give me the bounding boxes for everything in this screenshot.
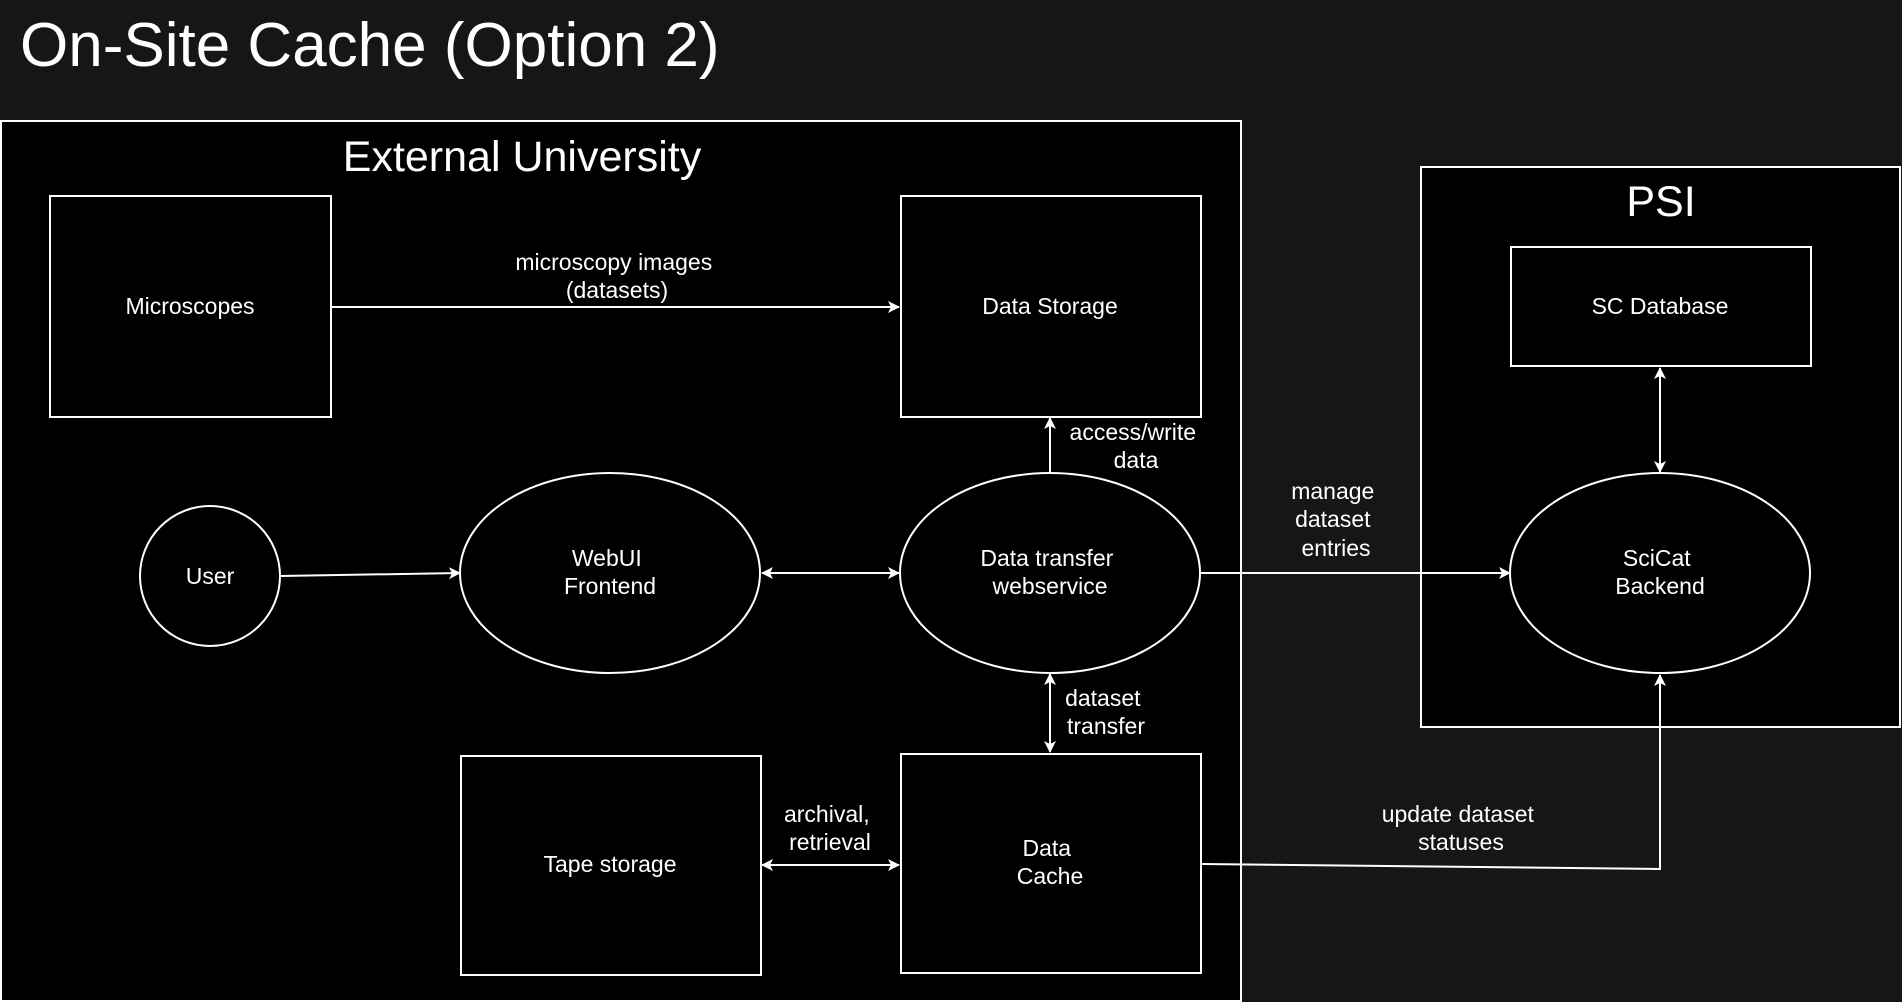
edge-labels: microscopy images (datasets) access/writ… <box>515 249 1541 855</box>
node-data-storage: Data Storage <box>900 195 1202 418</box>
edge-label-dataset-transfer: dataset transfer <box>1065 685 1147 739</box>
group-psi-label: PSI <box>1626 178 1695 226</box>
node-tape-storage-shape <box>460 755 762 976</box>
node-user: User <box>139 505 281 647</box>
node-webui-frontend-shape <box>459 472 761 674</box>
node-user-shape <box>139 505 281 647</box>
node-microscopes-shape <box>49 195 332 418</box>
edge-cache-to-backend <box>1200 674 1666 871</box>
edge-label-microscopy-images: microscopy images (datasets) <box>515 249 718 303</box>
node-user-label: User <box>186 563 235 589</box>
node-sc-database: SC Database <box>1510 246 1812 367</box>
node-data-storage-label: Data Storage <box>982 293 1118 319</box>
group-external-university-label: External University <box>343 133 702 181</box>
node-scicat-backend-label: SciCat Backend <box>1615 545 1705 599</box>
edges <box>279 301 1666 871</box>
node-scicat-backend-shape <box>1509 472 1811 674</box>
page-title: On-Site Cache (Option 2) <box>20 11 720 80</box>
node-data-cache: Data Cache <box>900 753 1202 974</box>
edge-user-to-frontend <box>279 567 461 580</box>
node-webui-frontend: WebUI Frontend <box>459 472 761 674</box>
edge-label-archival-retrieval: archival, retrieval <box>784 801 876 855</box>
node-tape-storage-label: Tape storage <box>544 851 677 877</box>
edge-label-access-write: access/write data <box>1070 419 1203 473</box>
node-scicat-backend: SciCat Backend <box>1509 472 1811 674</box>
node-tape-storage: Tape storage <box>460 755 762 976</box>
node-data-transfer-webservice: Data transfer webservice <box>899 472 1201 674</box>
edge-label-manage-entries: manage dataset entries <box>1291 478 1381 561</box>
node-sc-database-shape <box>1510 246 1812 367</box>
node-microscopes-label: Microscopes <box>125 293 254 319</box>
node-webui-frontend-label: WebUI Frontend <box>564 545 656 599</box>
node-data-cache-shape <box>900 753 1202 974</box>
node-data-transfer-webservice-shape <box>899 472 1201 674</box>
node-microscopes: Microscopes <box>49 195 332 418</box>
node-sc-database-label: SC Database <box>1592 293 1729 319</box>
edge-label-update-statuses: update dataset statuses <box>1382 801 1541 855</box>
node-data-cache-label: Data Cache <box>1017 835 1083 889</box>
node-data-storage-shape <box>900 195 1202 418</box>
node-data-transfer-webservice-label: Data transfer webservice <box>980 545 1119 599</box>
